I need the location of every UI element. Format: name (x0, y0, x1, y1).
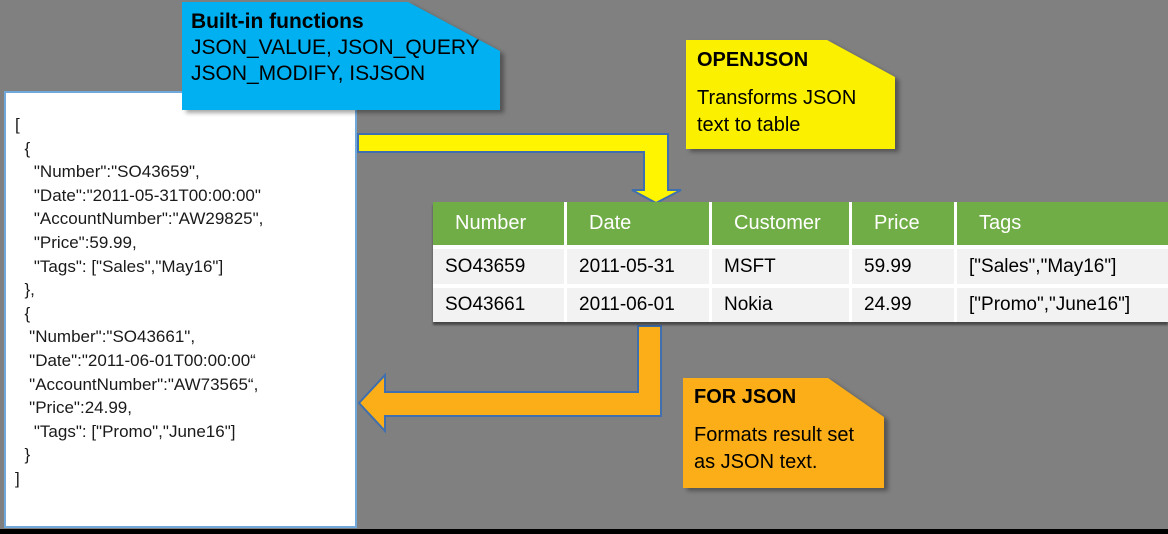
forjson-arrow (357, 325, 662, 434)
cell-row2-date: 2011-06-01 (567, 288, 709, 322)
cell-row2-price: 24.99 (852, 288, 954, 322)
openjson-line1: Transforms JSON (697, 87, 857, 109)
column-header-number: Number (433, 202, 564, 245)
cell-row1-number: SO43659 (433, 249, 564, 284)
bottom-edge-bar (0, 529, 1168, 534)
column-header-customer: Customer (712, 202, 849, 245)
cell-row2-customer: Nokia (712, 288, 849, 322)
openjson-arrow (357, 133, 682, 205)
column-header-date: Date (567, 202, 709, 245)
forjson-callout: FOR JSON Formats result set as JSON text… (683, 378, 884, 488)
openjson-line2: text to table (697, 114, 801, 136)
forjson-line2: as JSON text. (694, 451, 818, 473)
cell-row1-price: 59.99 (852, 249, 954, 284)
json-source-panel: [ { "Number":"SO43659", "Date":"2011-05-… (4, 91, 357, 528)
builtin-functions-title: Built-in functions (191, 10, 364, 33)
builtin-functions-line2: JSON_MODIFY, ISJSON (191, 62, 426, 85)
cell-row1-date: 2011-05-31 (567, 249, 709, 284)
openjson-title: OPENJSON (697, 49, 809, 71)
cell-row2-tags: ["Promo","June16"] (957, 288, 1168, 322)
cell-row2-number: SO43661 (433, 288, 564, 322)
cell-row1-customer: MSFT (712, 249, 849, 284)
column-header-tags: Tags (957, 202, 1168, 245)
json-source-text: [ { "Number":"SO43659", "Date":"2011-05-… (15, 115, 264, 488)
builtin-functions-callout: Built-in functions JSON_VALUE, JSON_QUER… (182, 2, 500, 110)
cell-row1-tags: ["Sales","May16"] (957, 249, 1168, 284)
forjson-title: FOR JSON (694, 386, 797, 408)
builtin-functions-line1: JSON_VALUE, JSON_QUERY (191, 36, 480, 59)
result-table: Number Date Customer Price Tags SO43659 … (433, 202, 1168, 322)
column-header-price: Price (852, 202, 954, 245)
openjson-callout: OPENJSON Transforms JSON text to table (686, 40, 895, 149)
forjson-line1: Formats result set (694, 424, 855, 446)
